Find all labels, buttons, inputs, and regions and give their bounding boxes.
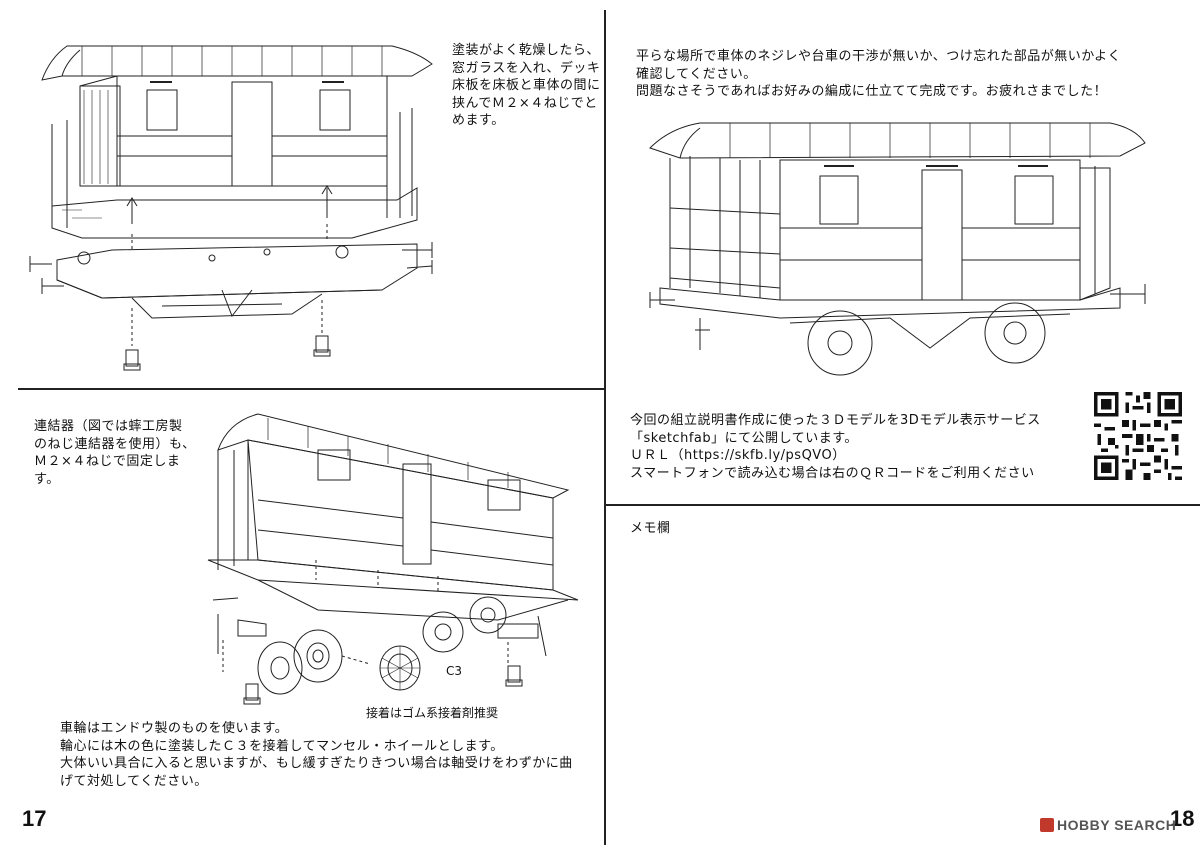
watermark-text: HOBBY SEARCH: [1057, 817, 1177, 833]
underside-wheel-drawing: [198, 410, 588, 700]
wheel-parts-drawing: [240, 628, 440, 708]
adhesive-note: 接着はゴム系接着剤推奨: [366, 706, 499, 720]
right-section-divider: [605, 504, 1200, 506]
hobby-search-watermark: HOBBY SEARCH: [1040, 817, 1176, 833]
part-c3-label: C3: [446, 664, 463, 678]
qr-code-icon: [1094, 392, 1182, 480]
completed-wagon-drawing: [640, 118, 1150, 388]
center-divider: [604, 10, 606, 845]
exploded-assembly-drawing: [22, 28, 442, 378]
finish-step-text: 平らな場所で車体のネジレや台車の干渉が無いか、つけ忘れた部品が無いかよく 確認し…: [636, 49, 1122, 99]
left-page-number: 17: [22, 806, 47, 831]
hobbysearch-logo-icon: [1040, 818, 1054, 832]
sketchfab-text: 今回の組立説明書作成に使った３Ｄモデルを3Dモデル表示サービス 「sketchf…: [630, 413, 1041, 481]
memo-label: メモ欄: [630, 521, 671, 536]
wheels-step-text: 車輪はエンドウ製のものを使います。 輪心には木の色に塗装したＣ３を接着してマンセ…: [60, 721, 573, 789]
right-page-number: 18: [1170, 806, 1195, 831]
coupler-step-text: 連結器（図では蟀工房製 のねじ連結器を使用）も、 Ｍ２×４ねじで固定しま す。: [34, 419, 196, 487]
paint-step-text: 塗装がよく乾燥したら、 窓ガラスを入れ、デッキ 床板を床板と車体の間に 挟んでＭ…: [452, 43, 601, 128]
left-section-divider: [18, 388, 605, 390]
coupler-screws-drawing: [240, 676, 540, 716]
